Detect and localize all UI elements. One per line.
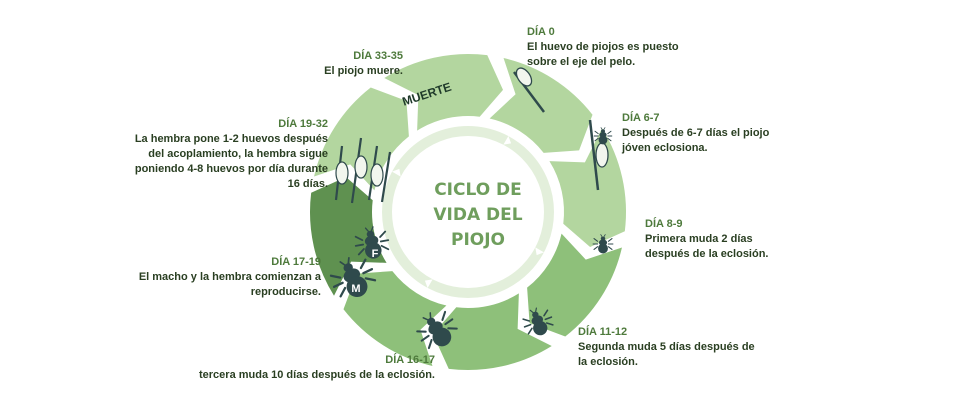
cycle-segment-dia-17-19: [432, 293, 552, 370]
cycle-segment-dia-16-17: [527, 233, 622, 337]
stage-description: Segunda muda 5 días después de la eclosi…: [578, 341, 755, 368]
day-heading: DÍA 16-17: [385, 354, 435, 366]
cycle-segment-dia-33-35: [309, 176, 387, 296]
cycle-segment-dia-19-32: [343, 271, 447, 366]
day-heading: DÍA 0: [527, 26, 555, 38]
day-heading: DÍA 6-7: [622, 112, 660, 124]
label-dia-8-9: DÍA 8-9 Primera muda 2 días después de l…: [645, 217, 795, 262]
stage-description: Después de 6-7 días el piojo jóven eclos…: [622, 127, 770, 154]
eggs-on-hairs-icon: [334, 137, 392, 204]
egg-on-hair-icon: [513, 67, 545, 113]
label-dia-33-35: DÍA 33-35 El piojo muere.: [270, 49, 403, 79]
cycle-segment-dia-6-7: [384, 54, 504, 131]
ring-chevron-icon: [535, 247, 544, 256]
diagram-title-line-2: VIDA DEL: [433, 205, 522, 225]
inner-ring: [382, 126, 554, 298]
male-marker: M: [351, 283, 360, 295]
day-heading: DÍA 19-32: [278, 118, 328, 130]
ring-chevron-icon: [503, 136, 512, 145]
label-dia-17-19: DÍA 17-19 El macho y la hembra comienzan…: [125, 255, 321, 300]
label-dia-0: DÍA 0 El huevo de piojos es puesto sobre…: [527, 25, 687, 70]
label-dia-6-7: DÍA 6-7 Después de 6-7 días el piojo jóv…: [622, 111, 792, 156]
label-dia-19-32: DÍA 19-32 La hembra pone 1-2 huevos desp…: [128, 117, 328, 192]
stage-description: tercera muda 10 días después de la eclos…: [199, 369, 435, 381]
day-heading: DÍA 8-9: [645, 218, 683, 230]
day-heading: DÍA 11-12: [578, 326, 628, 338]
diagram-title-line-3: PIOJO: [451, 230, 505, 250]
stage-description: Primera muda 2 días después de la eclosi…: [645, 233, 769, 260]
ring-chevron-icon: [424, 279, 433, 288]
stage-description: El huevo de piojos es puesto sobre el ej…: [527, 41, 679, 68]
diagram-title-line-1: CICLO DE: [434, 180, 522, 200]
hatching-nymph-icon: [588, 119, 613, 191]
female-marker: F: [372, 248, 379, 260]
label-dia-16-17: DÍA 16-17 tercera muda 10 días después d…: [185, 353, 435, 383]
mating-lice-icon: F M: [324, 223, 392, 307]
stage-description: El macho y la hembra comienzan a reprodu…: [138, 271, 321, 298]
cycle-segment-dia-8-9: [489, 58, 593, 153]
ring-chevron-icon: [392, 168, 401, 177]
stage-description: La hembra pone 1-2 huevos después del ac…: [134, 133, 328, 190]
label-dia-11-12: DÍA 11-12 Segunda muda 5 días después de…: [578, 325, 758, 370]
day-heading: DÍA 33-35: [353, 50, 403, 62]
stage-description: El piojo muere.: [324, 65, 403, 77]
day-heading: DÍA 17-19: [271, 256, 321, 268]
